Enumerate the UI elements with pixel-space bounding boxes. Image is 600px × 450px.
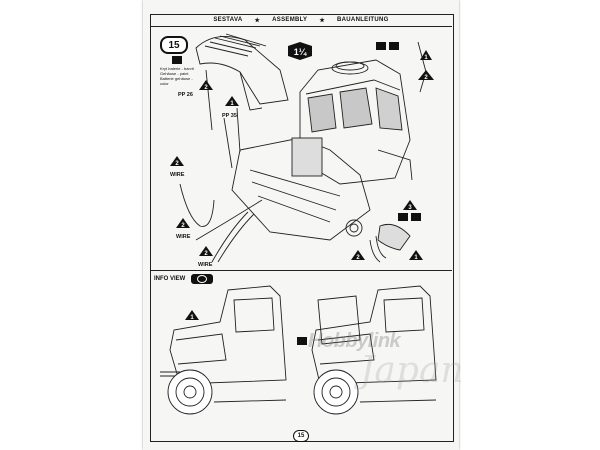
watermark-brand: Hobbylink — [308, 330, 401, 352]
marker-5: 2 — [176, 218, 190, 229]
marker-2: 2 — [418, 70, 434, 81]
truck-view-right — [311, 285, 437, 415]
info-view-header: INFO VIEW — [154, 274, 214, 284]
paint-note-line-2: Gehäuse - paint — [160, 71, 189, 76]
header-assembly: ASSEMBLY — [272, 17, 308, 23]
eye-icon — [191, 274, 214, 284]
label-pp26: PP 26 — [178, 92, 193, 98]
svg-text:3: 3 — [408, 205, 412, 211]
marker-7: 1 — [225, 96, 239, 107]
page-number: 15 — [293, 430, 309, 442]
paint-note: Kryt baterie - barvit Gehäuse - paint Ba… — [160, 66, 200, 86]
svg-text:1: 1 — [414, 255, 418, 261]
marker-1: 1 — [420, 50, 432, 61]
hood-part — [195, 33, 289, 111]
label-wire-3: WIRE — [198, 262, 213, 268]
part-icons — [172, 42, 421, 345]
step-number-badge: 15 — [160, 36, 188, 54]
truck-view-left — [160, 285, 287, 415]
marker-3: 2 — [199, 80, 213, 91]
chassis-part — [231, 137, 371, 241]
svg-text:2: 2 — [204, 85, 208, 91]
svg-text:2: 2 — [424, 75, 428, 81]
marker-6: 2 — [199, 246, 213, 257]
paint-note-line-1: Kryt baterie - barvit — [160, 66, 194, 71]
svg-text:2: 2 — [356, 255, 360, 261]
info-view-title: INFO VIEW — [154, 276, 186, 282]
cab-body — [299, 59, 413, 185]
marker-9: 2 — [351, 250, 365, 261]
header-star-2: ★ — [319, 17, 326, 24]
fraction-badge: 1¼ — [288, 42, 312, 60]
marker-4: 2 — [170, 156, 184, 167]
marker-11: 1 — [185, 310, 199, 321]
header-sestava: SESTAVA — [213, 17, 243, 23]
svg-text:2: 2 — [181, 223, 185, 229]
wire-parts — [179, 183, 263, 263]
svg-text:1: 1 — [230, 101, 234, 107]
svg-text:1: 1 — [424, 55, 428, 61]
rod-parts — [205, 69, 241, 169]
watermark-sub: Japan — [360, 350, 464, 391]
step-markers: 1 2 2 2 2 2 1 1 2 3 1 — [170, 50, 434, 321]
label-pp35: PP 35 — [222, 113, 237, 119]
info-view-panel — [150, 270, 452, 441]
svg-text:2: 2 — [204, 251, 208, 257]
paint-note-line-3: Batterie gehäuse - color — [160, 76, 193, 86]
label-wire-2: WIRE — [176, 234, 191, 240]
side-parts — [369, 41, 427, 263]
fraction-text: 1¼ — [294, 47, 308, 57]
header-bauanleitung: BAUANLEITUNG — [337, 17, 389, 23]
label-wire-1: WIRE — [170, 172, 185, 178]
marker-8: 1 — [409, 250, 423, 261]
header-star-1: ★ — [254, 17, 261, 24]
svg-text:1: 1 — [190, 315, 194, 321]
marker-10: 3 — [403, 200, 417, 211]
page-header: SESTAVA ★ ASSEMBLY ★ BAUANLEITUNG — [150, 14, 452, 27]
svg-text:2: 2 — [175, 161, 179, 167]
